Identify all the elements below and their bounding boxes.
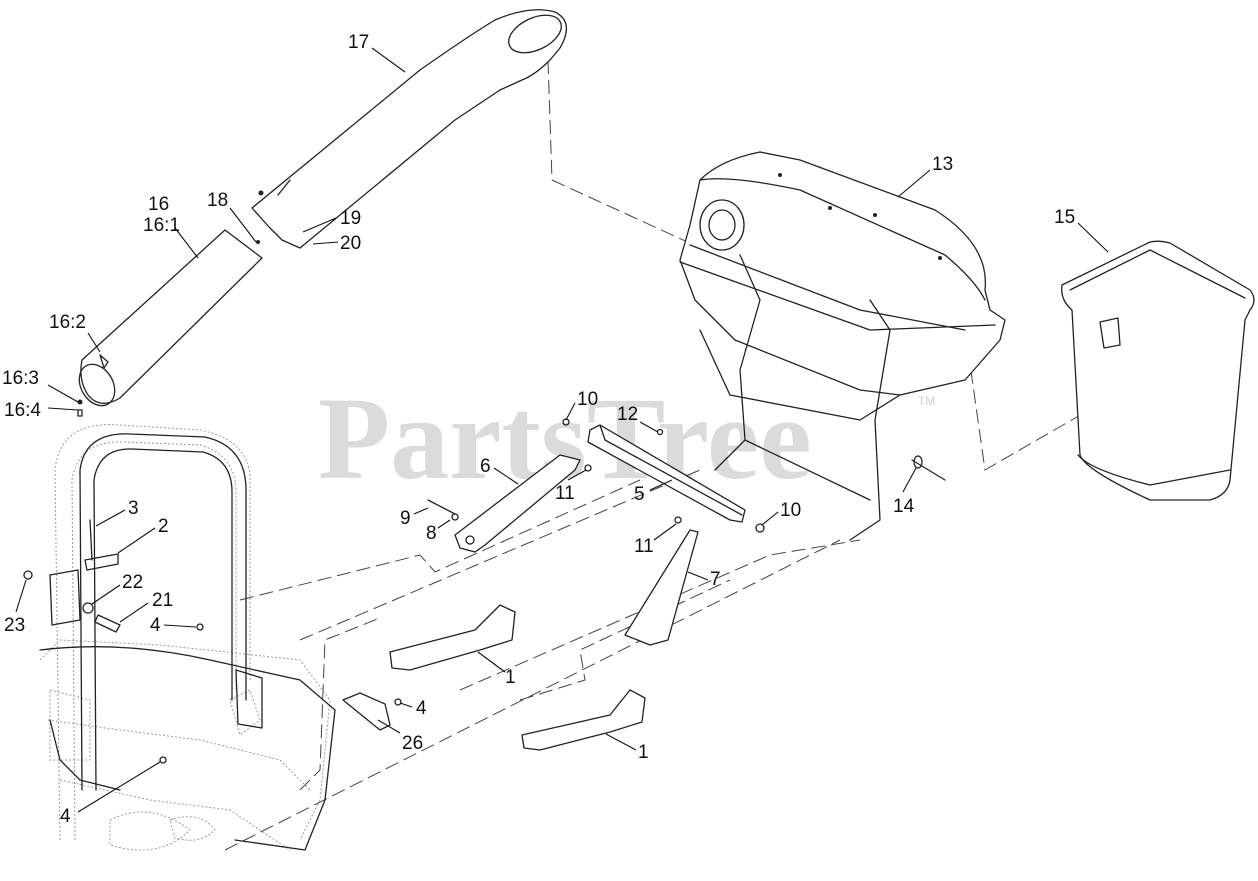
callout-3: 3 bbox=[128, 498, 139, 519]
callout-5: 5 bbox=[634, 484, 645, 505]
callout-4-upper: 4 bbox=[150, 615, 161, 636]
callout-10-upper: 10 bbox=[577, 389, 598, 410]
callout-13: 13 bbox=[932, 154, 953, 175]
callout-7: 7 bbox=[710, 569, 721, 590]
part-1-arm-lower bbox=[521, 689, 646, 751]
callout-16-1: 16:1 bbox=[143, 215, 180, 236]
assembly-lines bbox=[224, 59, 1116, 851]
part-13-hopper bbox=[679, 151, 1006, 541]
callout-1-upper: 1 bbox=[505, 667, 516, 688]
callout-17: 17 bbox=[348, 32, 369, 53]
callout-4-middle: 4 bbox=[416, 698, 427, 719]
part-6-bracket bbox=[454, 454, 581, 553]
part-16-lower-chute bbox=[77, 229, 263, 417]
callout-20: 20 bbox=[340, 233, 361, 254]
callout-18: 18 bbox=[207, 190, 228, 211]
callout-1-lower: 1 bbox=[638, 742, 649, 763]
part-7-bracket bbox=[624, 529, 699, 646]
callout-8: 8 bbox=[426, 523, 437, 544]
part-15-bag bbox=[1061, 240, 1255, 501]
part-26-plate bbox=[342, 692, 391, 731]
callout-2: 2 bbox=[158, 516, 169, 537]
callout-16-3: 16:3 bbox=[2, 368, 39, 389]
callout-21: 21 bbox=[152, 590, 173, 611]
part-5-crossbar bbox=[587, 424, 746, 523]
callout-14: 14 bbox=[893, 496, 915, 517]
watermark-tm: TM bbox=[918, 394, 935, 408]
callout-10-lower: 10 bbox=[780, 500, 801, 521]
callout-19: 19 bbox=[340, 208, 361, 229]
callout-11-lower: 11 bbox=[634, 536, 654, 557]
callout-11-upper: 11 bbox=[555, 483, 575, 504]
callout-22: 22 bbox=[122, 572, 143, 593]
callout-9: 9 bbox=[400, 508, 411, 529]
part-1-arm-upper bbox=[389, 604, 516, 671]
callout-12: 12 bbox=[617, 404, 638, 425]
leader-lines bbox=[15, 47, 1109, 813]
part-17-upper-chute bbox=[251, 9, 567, 249]
callout-6: 6 bbox=[480, 456, 491, 477]
callout-16-4: 16:4 bbox=[4, 400, 41, 421]
callout-23: 23 bbox=[4, 615, 25, 636]
callout-15: 15 bbox=[1054, 207, 1075, 228]
hardware bbox=[23, 418, 946, 764]
callout-26: 26 bbox=[402, 733, 423, 754]
callout-16: 16 bbox=[148, 194, 169, 215]
tractor-frame-ghost bbox=[39, 424, 331, 851]
callout-16-2: 16:2 bbox=[49, 312, 86, 333]
rops-bar bbox=[39, 433, 336, 851]
watermark: PartsTree TM bbox=[318, 373, 935, 504]
callout-labels: 17 18 16 16:1 19 20 16:2 16:3 16:4 13 15… bbox=[2, 32, 1075, 827]
callout-4-lower: 4 bbox=[60, 806, 71, 827]
